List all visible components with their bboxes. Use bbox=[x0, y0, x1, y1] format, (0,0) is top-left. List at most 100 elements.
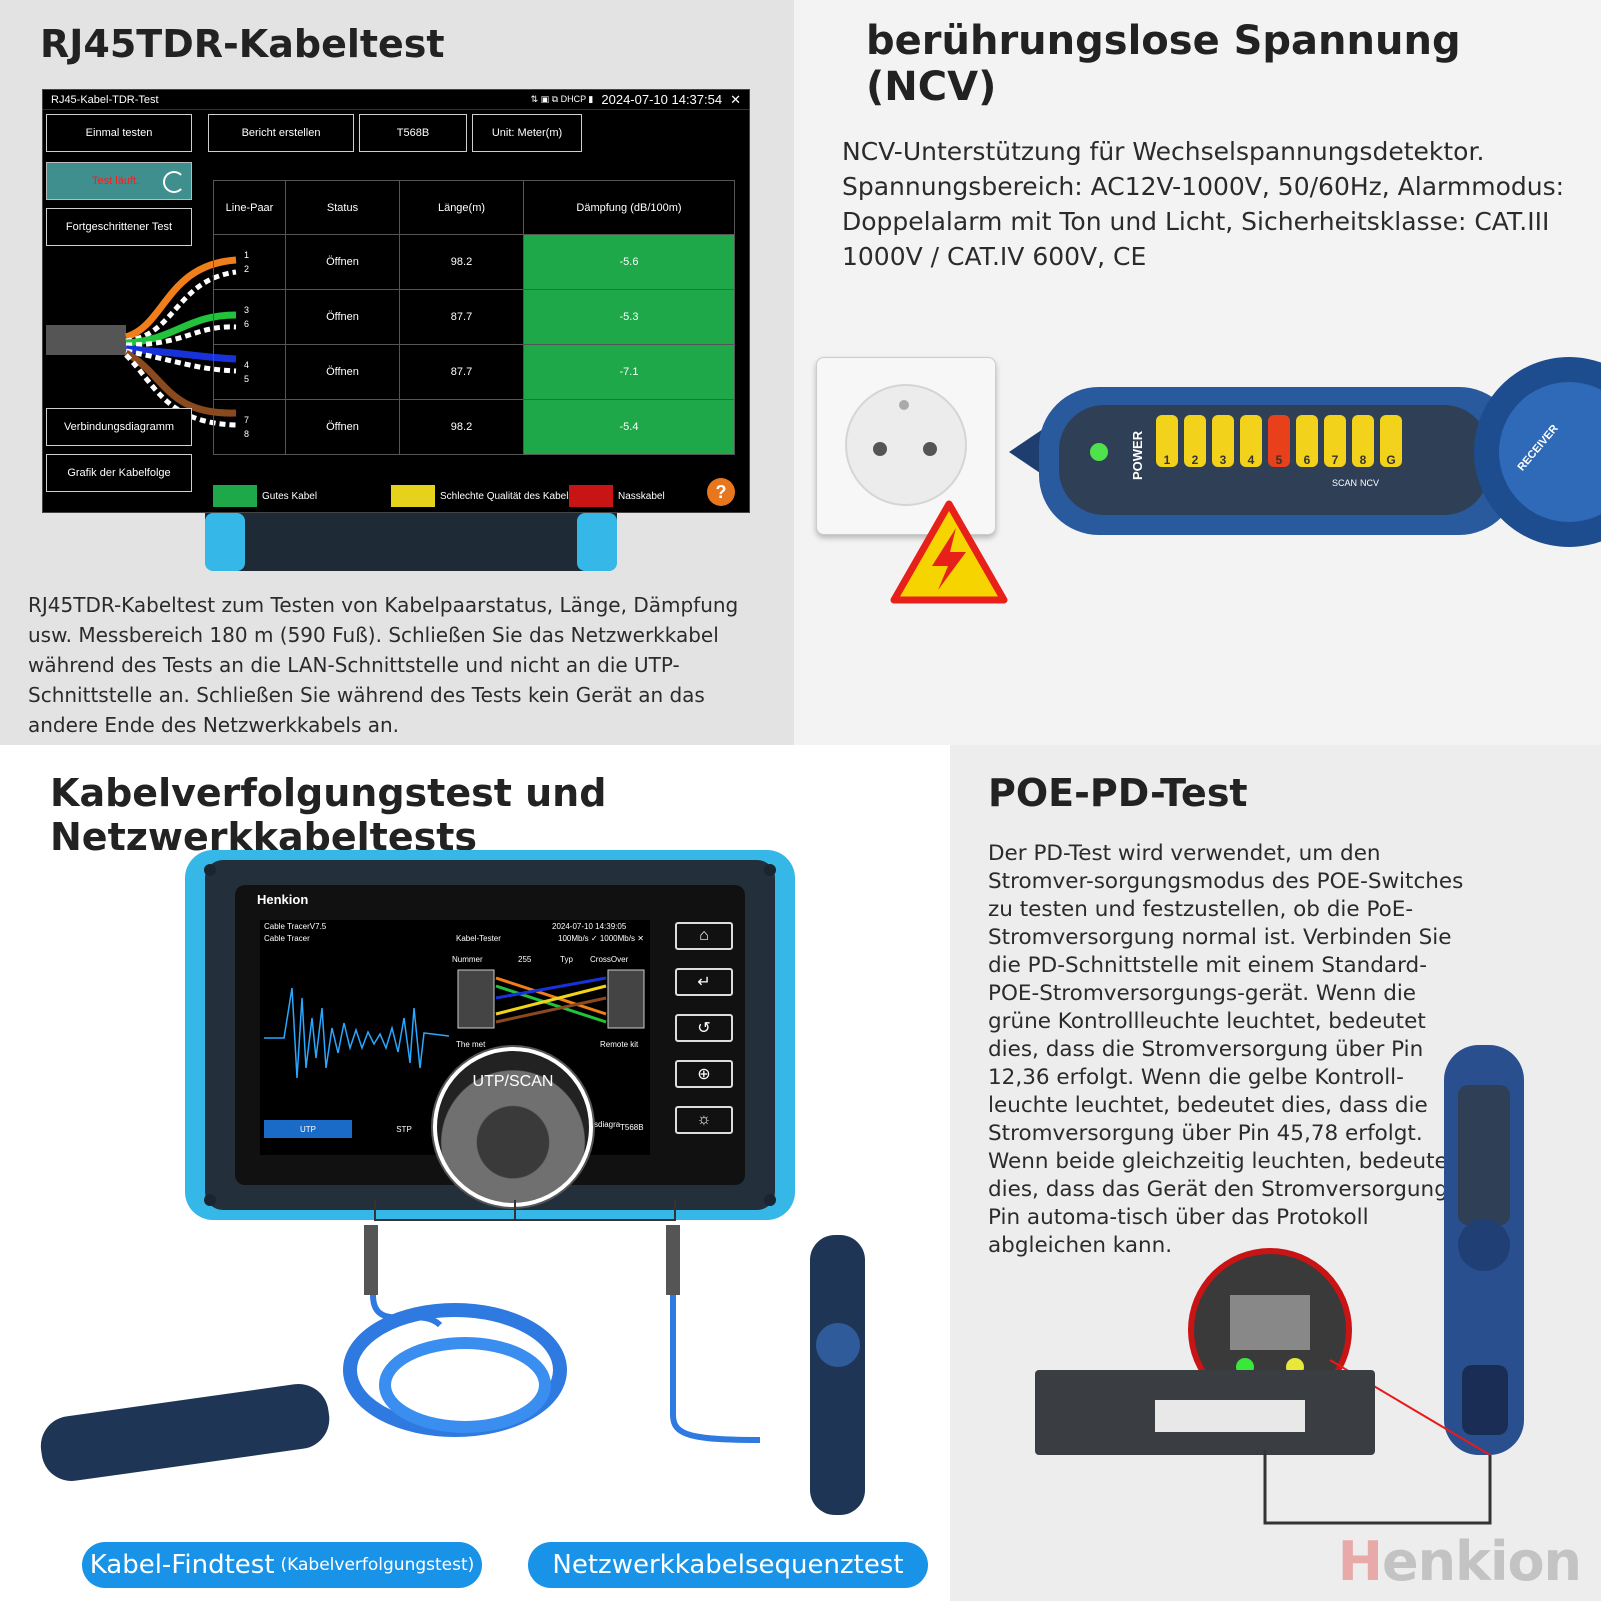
spinner-icon bbox=[163, 171, 185, 193]
unit-button[interactable]: Unit: Meter(m) bbox=[472, 114, 582, 152]
power-label: POWER bbox=[1130, 430, 1145, 480]
led-6: 6 bbox=[1296, 415, 1318, 467]
standard-button[interactable]: T568B bbox=[359, 114, 467, 152]
brightness-button[interactable]: ☼ bbox=[675, 1106, 733, 1134]
back-button[interactable]: ↺ bbox=[675, 1014, 733, 1042]
length-cell: 98.2 bbox=[399, 234, 524, 290]
wire-map-diagram bbox=[457, 969, 645, 1029]
tdr-window-title: RJ45-Kabel-TDR-Test bbox=[51, 93, 159, 106]
legend-swatch-good bbox=[213, 485, 257, 507]
test-running-button[interactable]: Test läuft. bbox=[46, 162, 192, 200]
led-8: 8 bbox=[1352, 415, 1374, 467]
ncv-heading: berührungslose Spannung (NCV) bbox=[866, 18, 1461, 110]
close-icon[interactable]: ✕ bbox=[730, 91, 741, 107]
zoom-button[interactable]: ⊕ bbox=[675, 1060, 733, 1088]
tdr-description: RJ45TDR-Kabeltest zum Testen von Kabelpa… bbox=[28, 593, 739, 737]
led-1: 1 bbox=[1156, 415, 1178, 467]
create-report-button[interactable]: Bericht erstellen bbox=[208, 114, 354, 152]
type-label: Typ bbox=[560, 955, 573, 964]
diagram-label-partial: sdiagra bbox=[594, 1120, 621, 1129]
led-7: 7 bbox=[1324, 415, 1346, 467]
main-label-partial: The met bbox=[456, 1040, 486, 1049]
length-cell: 87.7 bbox=[399, 344, 524, 400]
tracer-datetime: 2024-07-10 14:39:05 bbox=[552, 922, 627, 931]
test-running-label: Test läuft. bbox=[92, 175, 140, 187]
cable-find-test-pill: Kabel-Findtest (Kabelverfolgungstest) bbox=[82, 1542, 482, 1588]
status-cell: Öffnen bbox=[285, 289, 400, 345]
led-3: 3 bbox=[1212, 415, 1234, 467]
signal-waveform bbox=[264, 987, 449, 1079]
enter-button[interactable]: ↵ bbox=[675, 968, 733, 996]
test-once-button[interactable]: Einmal testen bbox=[46, 114, 192, 152]
legend-bad: Schlechte Qualität des Kabels bbox=[391, 485, 573, 507]
tab-stp[interactable]: STP bbox=[396, 1124, 412, 1134]
tdr-datetime: 2024-07-10 14:37:54 bbox=[601, 92, 723, 107]
header-attenuation: Dämpfung (dB/100m) bbox=[523, 180, 735, 235]
status-cell: Öffnen bbox=[285, 344, 400, 400]
tdr-title-bar: RJ45-Kabel-TDR-Test ⇅ ▣ ⧉ DHCP ▮ 2024-07… bbox=[43, 90, 749, 110]
link-speed: 100Mb/s ✓ 1000Mb/s ✕ bbox=[558, 934, 644, 943]
ncv-description: NCV-Unterstützung für Wechselspannungsde… bbox=[842, 137, 1565, 271]
pair-b: 8 bbox=[244, 429, 250, 439]
led-g: G bbox=[1380, 415, 1402, 467]
attenuation-cell: -5.4 bbox=[523, 399, 735, 455]
help-icon[interactable]: ? bbox=[707, 478, 735, 506]
led-2: 2 bbox=[1184, 415, 1206, 467]
standard-label: T568B bbox=[620, 1123, 644, 1132]
socket-contact bbox=[899, 400, 909, 410]
wiring-diagram-button[interactable]: Verbindungsdiagramm bbox=[46, 408, 192, 446]
type-value: CrossOver bbox=[590, 955, 629, 964]
right-panel-title: Kabel-Tester bbox=[456, 934, 501, 943]
advanced-test-button[interactable]: Fortgeschrittener Test bbox=[46, 208, 192, 246]
length-cell: 98.2 bbox=[399, 399, 524, 455]
wall-socket bbox=[816, 357, 996, 535]
poe-illustration bbox=[1035, 1045, 1524, 1525]
brand-logo: Henkion bbox=[257, 892, 309, 907]
legend-label-good: Gutes Kabel bbox=[262, 490, 318, 502]
remote-kit-label: Remote kit bbox=[600, 1040, 639, 1049]
socket-hole bbox=[873, 442, 887, 456]
number-value: 255 bbox=[518, 955, 532, 964]
legend-label-bad: Schlechte Qualität des Kabels bbox=[440, 490, 574, 502]
led-4: 4 bbox=[1240, 415, 1262, 467]
status-icons: ⇅ ▣ ⧉ DHCP ▮ bbox=[530, 94, 594, 104]
legend-label-wet: Nasskabel bbox=[618, 490, 665, 502]
legend-wet: Nasskabel bbox=[569, 485, 665, 507]
led-row: 1 2 3 4 5 6 7 8 G bbox=[1156, 415, 1402, 467]
utp-port-magnifier: UTP/SCAN bbox=[433, 1047, 593, 1207]
led-5: 5 bbox=[1268, 415, 1290, 467]
left-panel-sub: Cable Tracer bbox=[264, 934, 310, 943]
cable-find-sub-label: (Kabelverfolgungstest) bbox=[280, 1555, 475, 1575]
tab-utp[interactable]: UTP bbox=[264, 1120, 352, 1138]
scan-label: SCAN bbox=[1332, 478, 1358, 488]
header-line-pair: Line-Paar bbox=[213, 180, 286, 235]
attenuation-cell: -5.3 bbox=[523, 289, 735, 345]
poe-pd-description: Der PD-Test wird verwendet, um den Strom… bbox=[988, 841, 1467, 1258]
tdr-screen: RJ45-Kabel-TDR-Test ⇅ ▣ ⧉ DHCP ▮ 2024-07… bbox=[42, 89, 750, 513]
poe-pd-section: POE-PD-Test Der PD-Test wird verwendet, … bbox=[950, 745, 1601, 1601]
legend-swatch-wet bbox=[569, 485, 613, 507]
tester-device: Henkion Cable TracerV7.5 Cable Tracer 20… bbox=[165, 840, 815, 1240]
henkion-watermark: Henkion bbox=[1338, 1530, 1582, 1593]
status-cell: Öffnen bbox=[285, 399, 400, 455]
left-panel-title: Cable TracerV7.5 bbox=[264, 922, 327, 931]
pair-b: 2 bbox=[244, 264, 250, 274]
socket-ring bbox=[845, 384, 967, 506]
pair-a: 7 bbox=[244, 415, 250, 425]
pair-b: 6 bbox=[244, 319, 250, 329]
poe-pd-heading: POE-PD-Test bbox=[988, 771, 1248, 815]
home-button[interactable]: ⌂ bbox=[675, 922, 733, 950]
utp-scan-label: UTP/SCAN bbox=[472, 1073, 554, 1090]
legend-good: Gutes Kabel bbox=[213, 485, 317, 507]
pair-b: 5 bbox=[244, 374, 250, 384]
sequence-graph-button[interactable]: Grafik der Kabelfolge bbox=[46, 454, 192, 492]
ncv-section: berührungslose Spannung (NCV) NCV-Unters… bbox=[794, 0, 1601, 745]
cable-sequence-label: Netzwerkkabelsequenztest bbox=[552, 1550, 904, 1580]
device-base bbox=[205, 513, 617, 571]
